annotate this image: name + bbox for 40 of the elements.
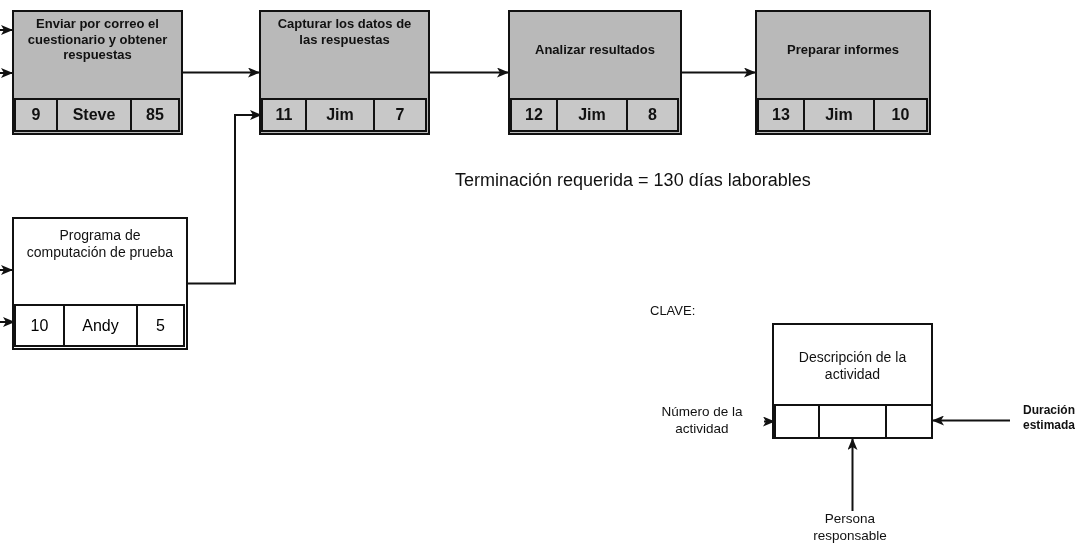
activity-field: 11	[261, 98, 307, 132]
activity-description: Enviar por correo el cuestionario y obtener respuestas	[26, 16, 169, 63]
activity-box	[755, 10, 931, 135]
activity-field: 10	[14, 304, 65, 347]
key-label: Número de la actividad	[640, 404, 764, 440]
activity-field: Jim	[556, 98, 628, 132]
activity-field: Jim	[803, 98, 875, 132]
activity-field: 8	[626, 98, 679, 132]
activity-description: Preparar informes	[786, 42, 900, 58]
activity-field: 7	[373, 98, 427, 132]
arrow	[0, 265, 13, 275]
activity-field: 12	[510, 98, 558, 132]
arrow	[681, 67, 756, 78]
arrow	[0, 68, 13, 78]
activity-field: 10	[873, 98, 928, 132]
activity-field: 5	[136, 304, 185, 347]
activity-field: 85	[130, 98, 180, 132]
activity-field: Jim	[305, 98, 375, 132]
activity-field: Andy	[63, 304, 138, 347]
activity-box	[772, 323, 933, 439]
activity-description: Analizar resultados	[534, 42, 656, 58]
key-label: Persona responsable	[800, 511, 900, 547]
arrow	[182, 67, 260, 78]
key-label: Duración estimada	[1010, 403, 1088, 437]
activity-field: Steve	[56, 98, 132, 132]
leader-arrow	[847, 438, 858, 512]
activity-box	[259, 10, 430, 135]
activity-description: Programa de computación de prueba	[25, 227, 175, 261]
leader-arrow	[932, 415, 1011, 426]
activity-field: 13	[757, 98, 805, 132]
activity-box	[12, 10, 183, 135]
activity-box	[12, 217, 188, 350]
activity-box	[508, 10, 682, 135]
arrow	[0, 25, 13, 35]
arrow	[429, 67, 509, 78]
activity-description: Descripción de la actividad	[797, 349, 908, 383]
note-text: Terminación requerida = 130 días laborables	[455, 170, 811, 191]
activity-description: Capturar los datos de las respuestas	[276, 16, 413, 48]
activity-field: 9	[14, 98, 58, 132]
key-heading: CLAVE:	[650, 303, 696, 318]
